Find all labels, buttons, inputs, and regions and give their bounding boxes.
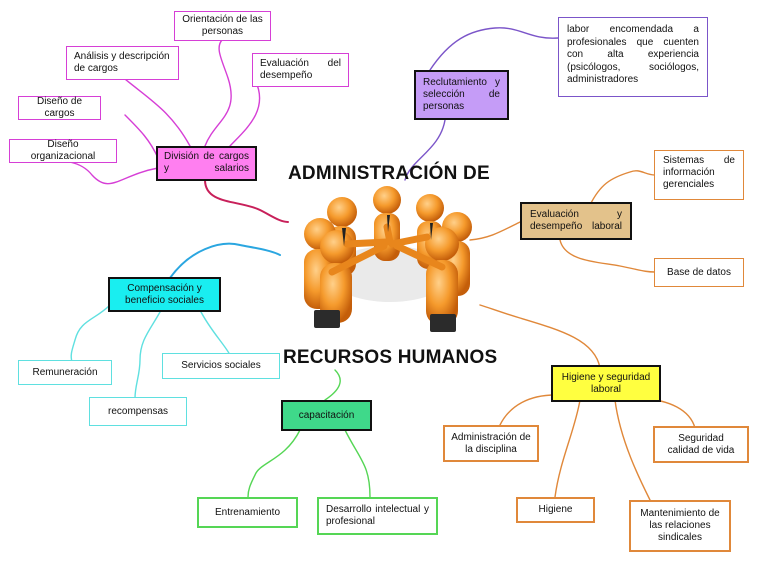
title-line2: RECURSOS HUMANOS [283, 347, 498, 368]
link-division-center [204, 179, 289, 223]
node-diseno-cargos: Diseño de cargos [18, 96, 101, 120]
node-capacitacion: capacitación [281, 400, 372, 431]
link-servicios [199, 309, 231, 356]
link-evaluacion-center [469, 221, 521, 241]
node-remuneracion: Remuneración [18, 360, 112, 385]
node-base-datos: Base de datos [654, 258, 744, 287]
title-line1: ADMINISTRACIÓN DE [288, 163, 490, 184]
link-recompensas [134, 311, 161, 399]
link-higiene-center [479, 304, 601, 369]
team-illustration [304, 186, 472, 332]
node-admin-disc: Administración de la disciplina [443, 425, 539, 462]
link-reclutamiento-center [404, 119, 446, 181]
link-orientacion [204, 39, 232, 147]
node-recompensas: recompensas [89, 397, 187, 426]
node-desarrollo: Desarrollo intelectual y profesional [317, 497, 438, 535]
link-higiene [554, 399, 581, 498]
node-division: División de cargos y salarios [156, 146, 257, 181]
node-reclutamiento: Reclutamiento y selección de personas [414, 70, 509, 120]
link-diseno-cargos [124, 114, 159, 159]
node-labor: labor encomendada a profesionales que cu… [558, 17, 708, 97]
node-diseno-org: Diseño organizacional [9, 139, 117, 163]
node-servicios: Servicios sociales [162, 353, 280, 379]
link-mantenimiento [614, 399, 651, 501]
link-diseno-org [49, 160, 159, 185]
link-compensacion-center [169, 242, 281, 279]
node-entrenamiento: Entrenamiento [197, 497, 298, 528]
node-mantenimiento: Mantenimiento de las relaciones sindical… [629, 500, 731, 552]
link-evaluacion [229, 79, 261, 147]
link-analisis [119, 74, 191, 147]
node-evaluacion-desempeno: Evaluación del desempeño [252, 53, 349, 87]
node-compensacion: Compensación y beneficio sociales [108, 277, 221, 312]
node-evaluacion-laboral: Evaluación y desempeño laboral [520, 202, 632, 240]
link-desarrollo [344, 429, 371, 498]
node-higiene: Higiene [516, 497, 595, 523]
node-analisis: Análisis y descripción de cargos [66, 46, 179, 80]
node-higiene-seg: Higiene y seguridad laboral [551, 365, 661, 402]
link-labor [429, 27, 559, 71]
node-seguridad-calidad: Seguridad calidad de vida [653, 426, 749, 463]
link-remuneracion [70, 304, 111, 363]
link-sistemas [589, 170, 656, 206]
link-capacitacion-center [324, 369, 341, 401]
link-entrenamiento [247, 429, 301, 498]
link-admin-disc [499, 394, 556, 426]
link-seguridad [639, 397, 696, 429]
node-sistemas: Sistemas de información gerenciales [654, 150, 744, 200]
node-orientacion: Orientación de las personas [174, 11, 271, 41]
link-base-datos [559, 239, 656, 273]
